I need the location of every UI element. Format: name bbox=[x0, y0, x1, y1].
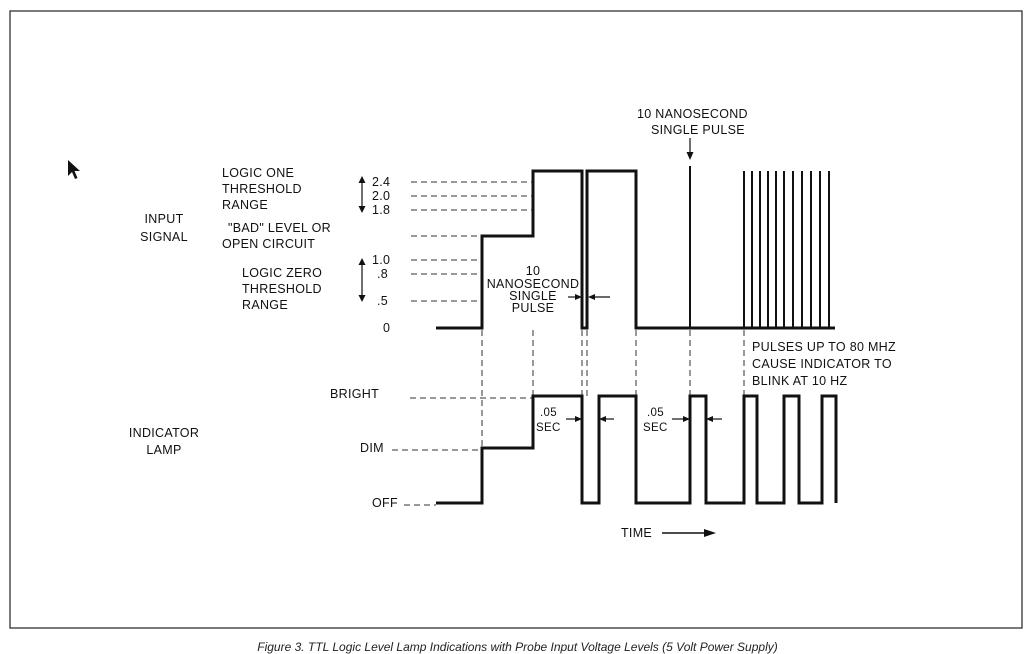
sec-2-value: .05 bbox=[647, 407, 664, 419]
blink-label-2: CAUSE INDICATOR TO bbox=[752, 357, 892, 371]
logic-zero-label-1: LOGIC ZERO bbox=[242, 266, 322, 280]
input-pulse-train bbox=[743, 171, 830, 328]
logic-one-label-3: RANGE bbox=[222, 198, 268, 212]
logic-zero-label-3: RANGE bbox=[242, 298, 288, 312]
mid-pulse-label-3: SINGLE bbox=[509, 289, 557, 303]
input-signal-heading-1: INPUT bbox=[145, 212, 184, 226]
top-pulse-label-1: 10 NANOSECOND bbox=[637, 107, 748, 121]
level-bright: BRIGHT bbox=[330, 387, 379, 401]
sec-1-unit: SEC bbox=[536, 422, 561, 434]
figure-border bbox=[9, 10, 1023, 629]
sec-1-value: .05 bbox=[540, 407, 557, 419]
bad-level-label-2: OPEN CIRCUIT bbox=[222, 237, 315, 251]
top-pulse-label-2: SINGLE PULSE bbox=[651, 123, 745, 137]
sec-2-arrows bbox=[672, 416, 722, 422]
alignment-lines bbox=[481, 330, 745, 448]
time-label: TIME bbox=[621, 526, 652, 540]
tick-0: 0 bbox=[383, 321, 390, 335]
tick-1-8: 1.8 bbox=[372, 203, 390, 217]
tick-2-0: 2.0 bbox=[372, 189, 390, 203]
lamp-waveform bbox=[436, 394, 838, 505]
logic-one-label-2: THRESHOLD bbox=[222, 182, 302, 196]
cursor-icon bbox=[68, 160, 80, 179]
level-off: OFF bbox=[372, 496, 398, 510]
mid-pulse-label-4: PULSE bbox=[512, 301, 555, 315]
logic-zero-range-arrow bbox=[358, 258, 366, 302]
sec-2-unit: SEC bbox=[643, 422, 668, 434]
logic-one-label-1: LOGIC ONE bbox=[222, 166, 294, 180]
blink-label-3: BLINK AT 10 HZ bbox=[752, 374, 848, 388]
level-dim: DIM bbox=[360, 441, 384, 455]
input-signal-heading-2: SIGNAL bbox=[140, 230, 188, 244]
tick-0-5: .5 bbox=[377, 294, 388, 308]
tick-2-4: 2.4 bbox=[372, 175, 390, 189]
tick-0-8: .8 bbox=[377, 267, 388, 281]
sec-1-arrows bbox=[566, 416, 614, 422]
mid-pulse-arrows bbox=[568, 294, 610, 300]
tick-1-0: 1.0 bbox=[372, 253, 390, 267]
mid-pulse-label-2: NANOSECOND bbox=[487, 277, 580, 291]
input-reference-lines bbox=[411, 181, 533, 302]
logic-zero-label-2: THRESHOLD bbox=[242, 282, 322, 296]
lamp-heading-1: INDICATOR bbox=[129, 426, 199, 440]
mid-pulse-label-1: 10 bbox=[526, 264, 541, 278]
lamp-heading-2: LAMP bbox=[146, 443, 181, 457]
time-arrow bbox=[662, 529, 716, 537]
bad-level-label-1: "BAD" LEVEL OR bbox=[228, 221, 331, 235]
lamp-reference-lines bbox=[392, 397, 533, 506]
input-waveform bbox=[436, 169, 835, 330]
blink-label-1: PULSES UP TO 80 MHZ bbox=[752, 340, 896, 354]
figure-caption: Figure 3. TTL Logic Level Lamp Indicatio… bbox=[257, 640, 778, 654]
logic-one-range-arrow bbox=[358, 176, 366, 213]
top-pulse-arrow bbox=[686, 138, 694, 160]
